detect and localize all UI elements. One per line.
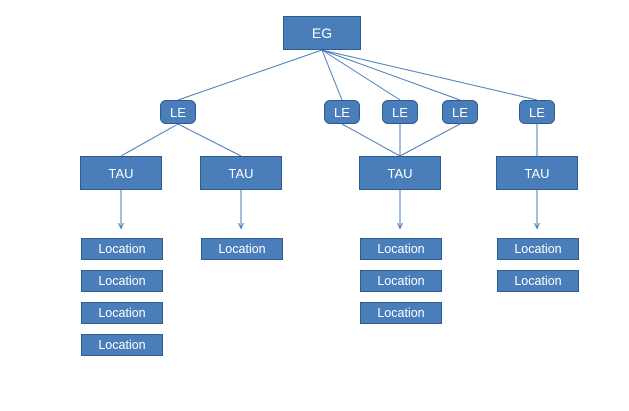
node-le-2[interactable]: LE xyxy=(324,100,360,124)
edge-eg-le-4 xyxy=(321,49,461,101)
node-tau-4-label: TAU xyxy=(524,165,550,181)
node-location-3-3[interactable]: Location xyxy=(360,302,442,324)
edge-eg-le-2 xyxy=(321,49,343,101)
node-location-1-4-label: Location xyxy=(98,337,146,352)
edge-eg-le-1 xyxy=(177,49,323,101)
node-location-4-2-label: Location xyxy=(514,273,562,288)
node-tau-3[interactable]: TAU xyxy=(359,156,441,190)
node-le-2-label: LE xyxy=(334,104,350,120)
node-location-3-1[interactable]: Location xyxy=(360,238,442,260)
node-tau-1-label: TAU xyxy=(108,165,134,181)
node-location-2-1-label: Location xyxy=(218,241,266,256)
node-le-5[interactable]: LE xyxy=(519,100,555,124)
node-location-4-2[interactable]: Location xyxy=(497,270,579,292)
node-location-3-3-label: Location xyxy=(377,305,425,320)
node-location-2-1[interactable]: Location xyxy=(201,238,283,260)
node-tau-3-label: TAU xyxy=(387,165,413,181)
node-location-1-2[interactable]: Location xyxy=(81,270,163,292)
node-le-1-label: LE xyxy=(170,104,186,120)
edge-le-1-tau-2 xyxy=(177,123,242,157)
edge-le-1-tau-1 xyxy=(120,123,179,157)
node-tau-2[interactable]: TAU xyxy=(200,156,282,190)
node-location-4-1[interactable]: Location xyxy=(497,238,579,260)
node-location-1-1[interactable]: Location xyxy=(81,238,163,260)
node-location-3-2-label: Location xyxy=(377,273,425,288)
node-location-3-1-label: Location xyxy=(377,241,425,256)
node-le-4-label: LE xyxy=(452,104,468,120)
node-le-4[interactable]: LE xyxy=(442,100,478,124)
node-tau-4[interactable]: TAU xyxy=(496,156,578,190)
edge-le-4-tau-3 xyxy=(399,123,461,157)
node-location-1-1-label: Location xyxy=(98,241,146,256)
node-le-1[interactable]: LE xyxy=(160,100,196,124)
node-location-3-2[interactable]: Location xyxy=(360,270,442,292)
node-eg-label: EG xyxy=(311,25,333,41)
node-le-3-label: LE xyxy=(392,104,408,120)
node-le-3[interactable]: LE xyxy=(382,100,418,124)
node-location-1-2-label: Location xyxy=(98,273,146,288)
node-le-5-label: LE xyxy=(529,104,545,120)
node-tau-1[interactable]: TAU xyxy=(80,156,162,190)
node-location-1-3[interactable]: Location xyxy=(81,302,163,324)
node-eg[interactable]: EG xyxy=(283,16,361,50)
edge-eg-le-3 xyxy=(321,49,401,101)
node-location-4-1-label: Location xyxy=(514,241,562,256)
node-location-1-3-label: Location xyxy=(98,305,146,320)
node-location-1-4[interactable]: Location xyxy=(81,334,163,356)
edge-eg-le-5 xyxy=(321,49,538,101)
edge-le-2-tau-3 xyxy=(341,123,401,157)
node-tau-2-label: TAU xyxy=(228,165,254,181)
